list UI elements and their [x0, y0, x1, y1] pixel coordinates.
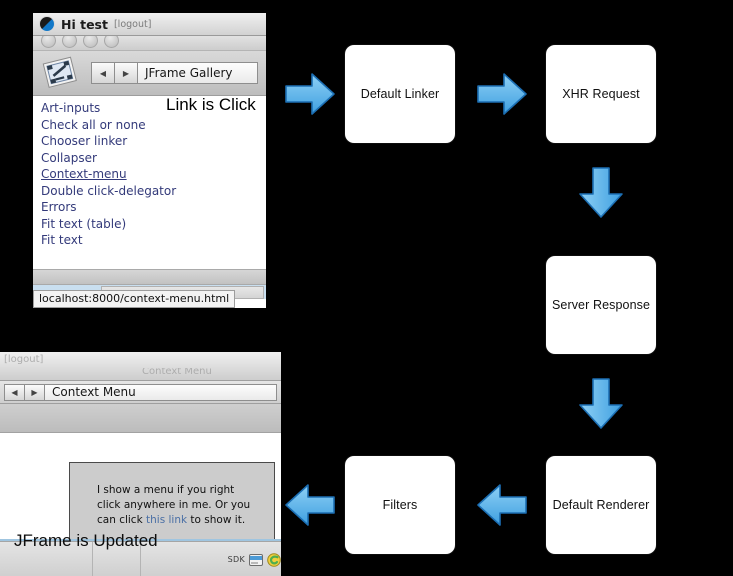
list-item[interactable]: Errors	[41, 200, 77, 214]
app-logo-icon	[39, 16, 55, 32]
list-item[interactable]: Fit text	[41, 233, 83, 247]
logout-link[interactable]: [logout]	[4, 354, 44, 365]
flow-node-filters[interactable]: Filters	[345, 456, 455, 554]
window2-titlebar: [logout]	[0, 352, 281, 368]
window-titlebar: Hi test [logout]	[33, 13, 266, 36]
flow-node-server-response[interactable]: Server Response	[546, 256, 656, 354]
panel-line-1: I show a menu if you right click	[97, 484, 235, 511]
window2-ghost-strip: Context Menu	[0, 368, 281, 380]
status-url-tooltip: localhost:8000/context-menu.html	[33, 290, 236, 308]
arrow-xhr-server-icon	[578, 166, 624, 220]
window-toolbar: ◀ ▶ JFrame Gallery	[33, 51, 266, 96]
window-lower-strip	[33, 269, 266, 285]
context-menu-text: I show a menu if you right click anywher…	[97, 483, 252, 528]
address-bar-group: ◀ ▶ JFrame Gallery	[91, 62, 258, 84]
list-item[interactable]: Fit text (table)	[41, 216, 127, 231]
flow-node-default-linker[interactable]: Default Linker	[345, 45, 455, 143]
flow-node-label: XHR Request	[562, 87, 640, 101]
window2-gray-strip	[0, 404, 281, 433]
sdk-label: SDK	[227, 555, 245, 564]
arrow-server-renderer-icon	[578, 377, 624, 431]
list-item[interactable]: Double click-delegator	[41, 183, 177, 198]
panel-line-2: anywhere in me. Or you can click	[97, 499, 251, 526]
address-input[interactable]: Context Menu	[45, 383, 277, 401]
window2-statusbar: SDK	[0, 541, 281, 576]
back-button[interactable]: ◀	[91, 62, 115, 84]
arrow-out-icon	[284, 483, 336, 527]
window-content: Art-inputs Check all or none Chooser lin…	[33, 95, 266, 269]
browser-window-icon[interactable]	[249, 553, 263, 567]
ghost-title-label: Context Menu	[142, 368, 212, 377]
list-item[interactable]: Check all or none	[41, 117, 146, 132]
flow-node-xhr-request[interactable]: XHR Request	[546, 45, 656, 143]
statusbar-divider	[140, 542, 141, 576]
forward-button[interactable]: ▶	[25, 383, 45, 401]
forward-button[interactable]: ▶	[115, 62, 138, 84]
gallery-photo-icon	[41, 53, 81, 93]
flow-node-label: Default Renderer	[552, 498, 650, 512]
address-input[interactable]: JFrame Gallery	[138, 62, 258, 84]
arrow-renderer-filters-icon	[476, 483, 528, 527]
flow-node-label: Default Linker	[360, 87, 440, 101]
gallery-link-list: Art-inputs Check all or none Chooser lin…	[33, 96, 266, 249]
jframe-banner-label: JFrame is Updated	[14, 531, 158, 550]
overlay-caption: Link is Click	[166, 95, 256, 114]
window-button-strip	[33, 36, 266, 51]
browser-window-gallery[interactable]: Hi test [logout]	[33, 13, 266, 308]
this-link[interactable]: this link	[146, 514, 188, 526]
toolbar-circle-icon[interactable]	[41, 36, 56, 48]
list-item[interactable]: Art-inputs	[41, 101, 101, 115]
arrow-linker-xhr-icon	[476, 72, 528, 116]
banner-rule	[0, 539, 281, 541]
toolbar-circle-icon[interactable]	[83, 36, 98, 48]
context-menu-panel[interactable]: I show a menu if you right click anywher…	[69, 462, 275, 544]
logout-link[interactable]: [logout]	[113, 18, 152, 30]
browser-window-context-menu[interactable]: [logout] Context Menu ◀ ▶ Context Menu I…	[0, 352, 281, 576]
list-item-context-menu[interactable]: Context-menu	[41, 167, 127, 181]
toolbar-circle-icon[interactable]	[104, 36, 119, 48]
list-item[interactable]: Chooser linker	[41, 134, 128, 148]
flow-node-default-renderer[interactable]: Default Renderer	[546, 456, 656, 554]
flow-node-label: Server Response	[551, 298, 651, 312]
flow-node-label: Filters	[382, 498, 418, 512]
arrow-in-icon	[284, 72, 336, 116]
list-item[interactable]: Collapser	[41, 150, 97, 165]
window2-toolbar: ◀ ▶ Context Menu	[0, 380, 281, 404]
panel-line-3: to show it.	[187, 514, 246, 526]
window2-content: I show a menu if you right click anywher…	[0, 433, 281, 551]
toolbar-circle-icon[interactable]	[62, 36, 77, 48]
back-button[interactable]: ◀	[4, 383, 25, 401]
swirl-icon[interactable]	[267, 552, 281, 567]
greeting-label: Hi test	[61, 16, 108, 32]
statusbar-divider	[92, 542, 93, 576]
